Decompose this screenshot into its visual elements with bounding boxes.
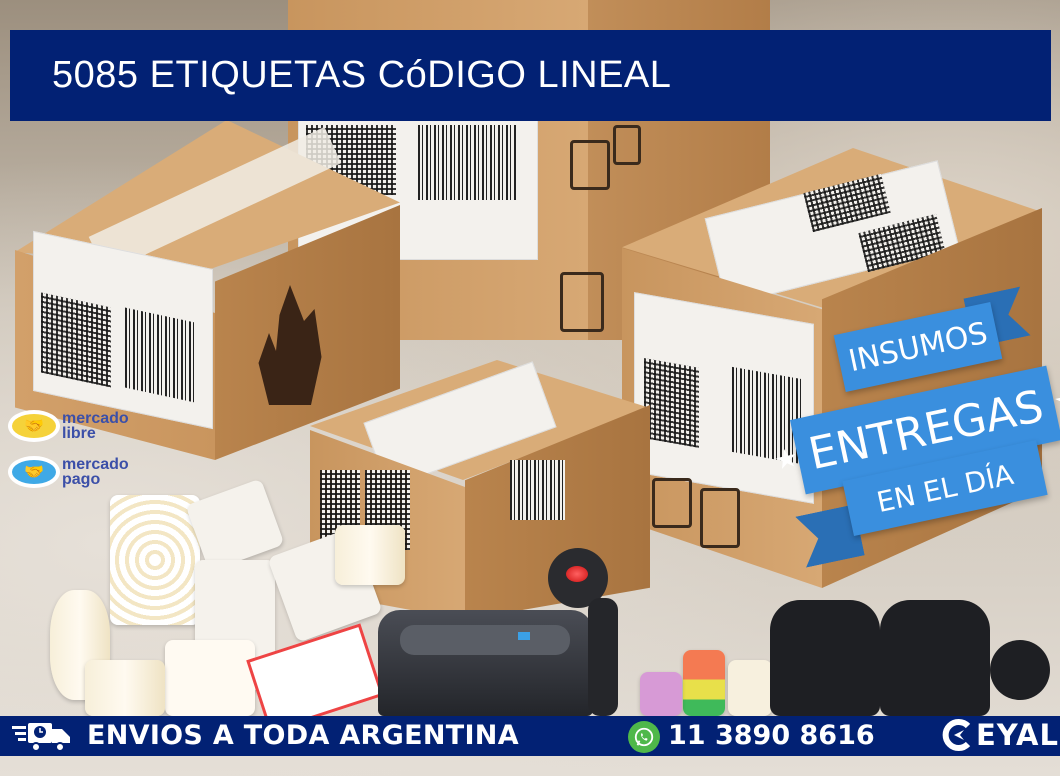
page-title: 5085 ETIQUETAS CóDIGO LINEAL [52, 54, 672, 96]
price-labeler [880, 600, 990, 716]
star-icon: ★ [1051, 383, 1060, 418]
cardboard-box-middle [310, 360, 650, 620]
footer-bar: ENVIOS A TODA ARGENTINA 11 3890 8616 EYA… [0, 716, 1060, 756]
shipping-text: ENVIOS A TODA ARGENTINA [87, 720, 519, 751]
star-icon: ★ [771, 442, 801, 477]
title-banner: 5085 ETIQUETAS CóDIGO LINEAL [10, 30, 1051, 121]
handshake-icon: 🤝 [8, 456, 60, 488]
thermal-label-printer [378, 610, 593, 716]
label-roll [110, 495, 200, 625]
color-label-roll [683, 650, 725, 716]
badge-line2: pago [62, 471, 101, 488]
label-roll [165, 640, 255, 716]
price-labeler [770, 600, 880, 716]
label-roll [335, 525, 405, 585]
ceyal-c-logo [942, 719, 971, 751]
price-labeler-handle [990, 640, 1050, 700]
mercado-libre-badge: 🤝 mercado libre [8, 410, 129, 442]
label-roll [85, 660, 165, 716]
mercado-pago-badge: 🤝 mercado pago [8, 456, 129, 488]
whatsapp-icon[interactable] [628, 721, 660, 753]
fast-truck-icon [12, 723, 70, 752]
handshake-icon: 🤝 [8, 410, 60, 442]
badge-line2: libre [62, 425, 96, 442]
color-label-roll [728, 660, 772, 716]
barcode-scanner [548, 548, 628, 716]
phone-number[interactable]: 11 3890 8616 [668, 720, 875, 751]
brand-name: EYAL [976, 718, 1059, 752]
ceyal-logo: EYAL [940, 718, 1059, 752]
cardboard-box-left [15, 120, 400, 460]
color-label-roll [640, 672, 682, 716]
badge-line1: mercado [62, 410, 129, 427]
badge-line1: mercado [62, 456, 129, 473]
